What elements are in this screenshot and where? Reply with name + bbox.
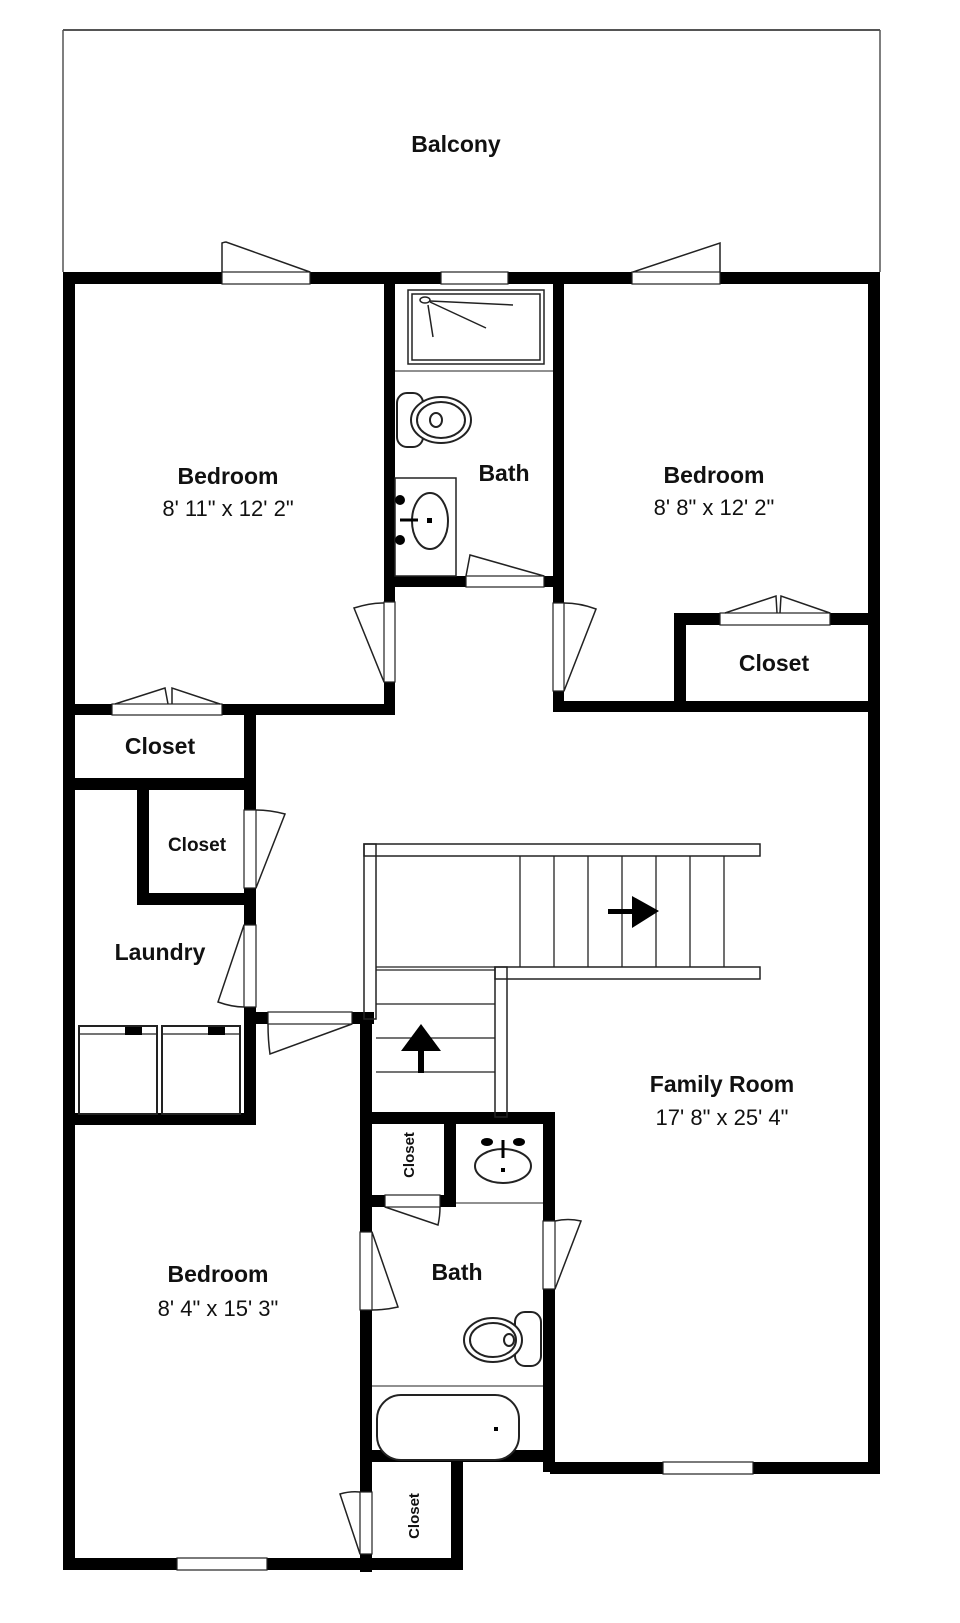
shower-fixture	[395, 289, 553, 372]
sink-fixture-bottom	[456, 1138, 543, 1204]
room-label-bedroom-ne: Bedroom	[664, 462, 765, 488]
room-label-closet-bath: Closet	[401, 1132, 418, 1178]
openings	[111, 271, 831, 1571]
room-label-bath-bottom: Bath	[431, 1259, 482, 1285]
room-dimensions-family-room: 17' 8" x 25' 4"	[656, 1105, 789, 1130]
room-label-bedroom-nw: Bedroom	[178, 463, 279, 489]
toilet-fixture	[396, 392, 472, 448]
washer-dryer	[78, 1025, 241, 1115]
room-label-closet-laundry: Closet	[168, 835, 227, 856]
room-label-balcony: Balcony	[411, 131, 501, 157]
toilet-fixture-bottom	[463, 1311, 542, 1367]
room-label-bath-top: Bath	[478, 460, 529, 486]
room-label-closet-w: Closet	[125, 733, 196, 759]
balcony-area	[62, 29, 881, 272]
room-dimensions-bedroom-ne: 8' 8" x 12' 2"	[654, 495, 775, 520]
room-label-closet-s: Closet	[406, 1493, 423, 1539]
arrow-up-icon	[401, 1024, 441, 1073]
stairs	[363, 843, 761, 1118]
room-label-laundry: Laundry	[115, 939, 206, 965]
room-label-family-room: Family Room	[650, 1071, 794, 1097]
room-label-bedroom-sw: Bedroom	[168, 1261, 269, 1287]
room-dimensions-bedroom-sw: 8' 4" x 15' 3"	[158, 1296, 279, 1321]
room-labels: Balcony Bedroom 8' 11" x 12' 2" Bath Bed…	[115, 131, 810, 1539]
sink-fixture	[394, 477, 457, 577]
bathtub-fixture	[372, 1385, 543, 1461]
arrow-right-icon	[608, 896, 659, 928]
door-swings	[114, 241, 831, 1555]
room-label-closet-ne: Closet	[739, 650, 810, 676]
room-dimensions-bedroom-nw: 8' 11" x 12' 2"	[162, 496, 293, 521]
walls	[63, 272, 880, 1572]
